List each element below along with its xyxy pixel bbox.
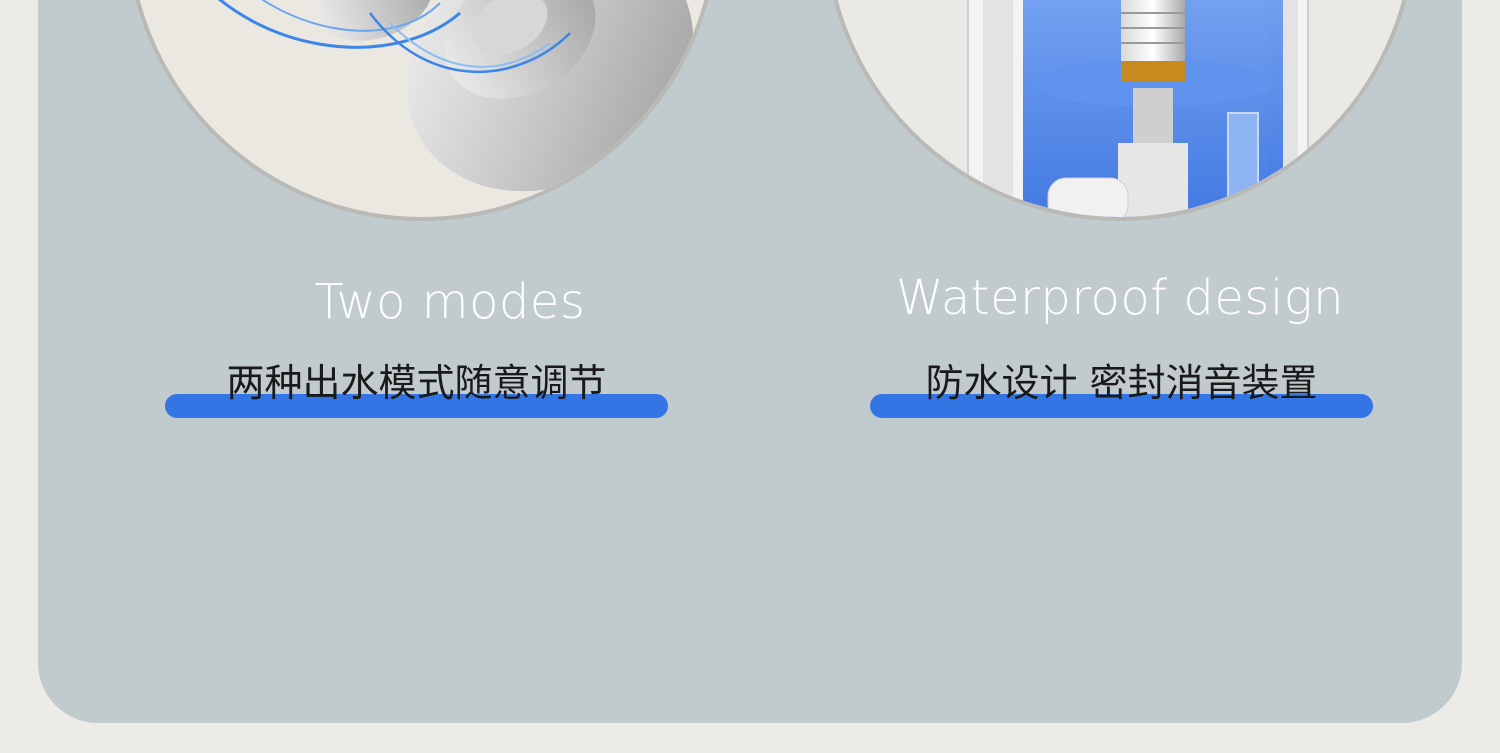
feature-title-cn: 两种出水模式随意调节 (226, 361, 607, 405)
highlight-underline (165, 394, 668, 418)
nozzle-illustration (218, 0, 694, 192)
feature-card: Two modes 两种出水模式随意调节 Waterproof design 防… (38, 0, 1462, 723)
pump-cutaway-illustration (967, 0, 1309, 217)
feature-title-en: Two modes (314, 274, 586, 330)
feature-subtitle-block: 两种出水模式随意调节 (165, 358, 668, 418)
feature-subtitle-block: 防水设计 密封消音装置 (870, 358, 1373, 418)
highlight-underline (870, 394, 1373, 418)
feature-title-cn: 防水设计 密封消音装置 (925, 361, 1318, 405)
feature-title-en: Waterproof design (896, 270, 1344, 326)
waterproof-seal-image (824, 0, 1416, 221)
nozzle-mode-image (126, 0, 718, 221)
